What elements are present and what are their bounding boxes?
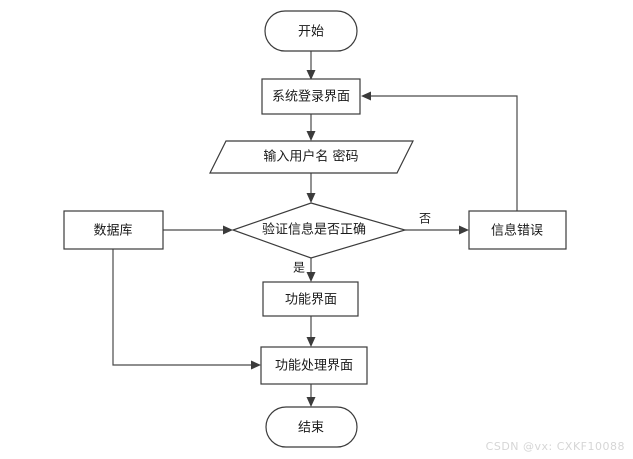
edge-error-to-login [361, 91, 518, 211]
edge-database-to-verify [163, 225, 233, 235]
edge-login-to-input [306, 114, 316, 141]
node-database-label: 数据库 [93, 223, 132, 239]
node-login-screen-label: 系统登录界面 [272, 90, 350, 105]
watermark: CSDN @vx: CXKF10088 [485, 440, 625, 453]
node-verify-decision-label: 验证信息是否正确 [262, 222, 366, 238]
edge-process-to-end [306, 384, 316, 407]
edge-label-no: 否 [419, 212, 431, 226]
edge-database-to-process [112, 249, 261, 370]
node-login-screen[interactable]: 系统登录界面 [261, 78, 361, 115]
edge-start-to-login [306, 51, 316, 80]
node-end-label: 结束 [298, 421, 324, 436]
node-function-screen-label: 功能界面 [285, 293, 337, 308]
node-input-credentials-label: 输入用户名 密码 [263, 149, 358, 165]
node-info-error-label: 信息错误 [491, 223, 543, 239]
node-function-process-screen-label: 功能处理界面 [275, 359, 353, 374]
node-start-label: 开始 [298, 25, 324, 40]
node-input-credentials[interactable]: 输入用户名 密码 [209, 140, 414, 174]
node-end[interactable]: 结束 [265, 406, 358, 448]
node-function-screen[interactable]: 功能界面 [262, 281, 359, 317]
edge-function-to-process [306, 316, 316, 347]
node-start[interactable]: 开始 [264, 10, 358, 52]
edge-verify-to-function [306, 258, 316, 282]
connectors [112, 51, 518, 407]
edge-verify-to-error [405, 225, 469, 235]
edge-input-to-verify [306, 173, 316, 203]
node-function-process-screen[interactable]: 功能处理界面 [260, 346, 368, 385]
node-info-error[interactable]: 信息错误 [468, 210, 567, 250]
node-verify-decision[interactable]: 验证信息是否正确 [231, 202, 408, 259]
node-database[interactable]: 数据库 [63, 210, 164, 250]
edge-label-yes: 是 [293, 261, 305, 275]
